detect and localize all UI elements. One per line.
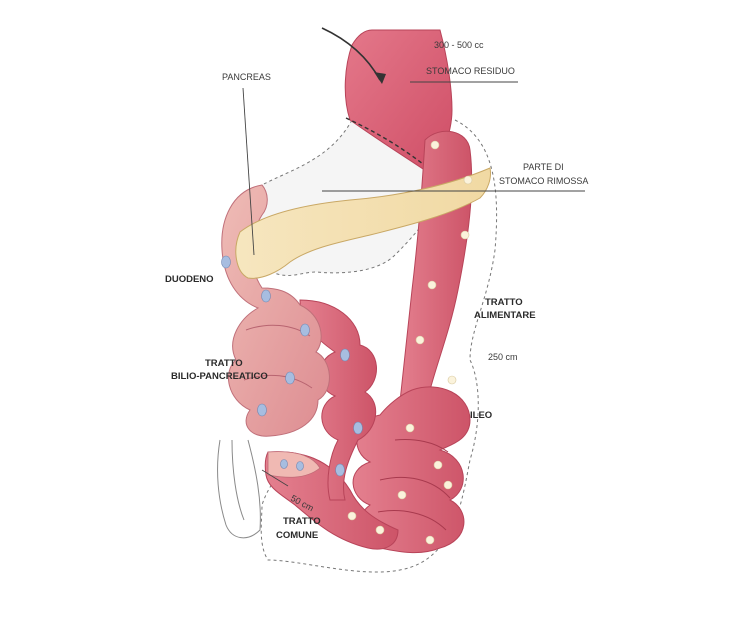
biliopancreatic-label-2: BILIO-PANCREATICO — [171, 371, 268, 382]
bile-drop — [257, 403, 267, 417]
ileum-label: ILEO — [470, 410, 492, 421]
food-dot — [447, 375, 457, 385]
food-dot — [347, 511, 357, 521]
ileum-fold-2 — [379, 477, 451, 499]
food-dot — [415, 335, 425, 345]
pancreas-label: PANCREAS — [222, 72, 271, 82]
bile-drop — [296, 461, 304, 471]
food-dot — [375, 525, 385, 535]
leader-pancreas — [242, 87, 255, 256]
duodenum-label: DUODENO — [165, 274, 214, 285]
pancreas — [235, 167, 491, 279]
arrow-head — [374, 72, 386, 84]
food-dot — [397, 490, 407, 500]
food-dot — [405, 423, 415, 433]
colon-outline — [217, 439, 261, 539]
common-label-2: COMUNE — [276, 530, 318, 541]
bile-drop — [221, 255, 231, 269]
bile-drop — [280, 459, 288, 469]
intestine-outer-contour — [260, 119, 498, 573]
bile-drop — [335, 463, 345, 477]
bile-drop — [340, 348, 350, 362]
leader-common-length — [261, 469, 289, 487]
ileum-fold-1 — [394, 439, 449, 453]
food-dot — [425, 535, 435, 545]
food-particles — [347, 140, 473, 545]
alimentary-label-1: TRATTO — [485, 297, 523, 308]
removed-part-label-1: PARTE DI — [523, 162, 564, 172]
stomach-residual-label: STOMACO RESIDUO — [426, 66, 515, 76]
bile-drop — [300, 323, 310, 337]
common-label-1: TRATTO — [283, 516, 321, 527]
bile-drops — [221, 255, 363, 477]
volume-label: 300 - 500 cc — [434, 40, 484, 50]
food-dot — [430, 140, 440, 150]
duodenum-fold-2 — [243, 374, 313, 389]
food-dot — [460, 230, 470, 240]
food-dot — [427, 280, 437, 290]
bile-drop — [261, 289, 271, 303]
ileum-fold-3 — [377, 510, 447, 531]
bile-drop — [285, 371, 295, 385]
removed-part-label-2: STOMACO RIMOSSA — [499, 176, 588, 186]
length-250-label: 250 cm — [488, 352, 518, 362]
common-channel-light — [267, 451, 321, 478]
bile-drop — [353, 421, 363, 435]
food-dot — [463, 175, 473, 185]
biliopancreatic-label-1: TRATTO — [205, 358, 243, 369]
food-dot — [433, 460, 443, 470]
food-dot — [443, 480, 453, 490]
alimentary-label-2: ALIMENTARE — [474, 310, 536, 321]
